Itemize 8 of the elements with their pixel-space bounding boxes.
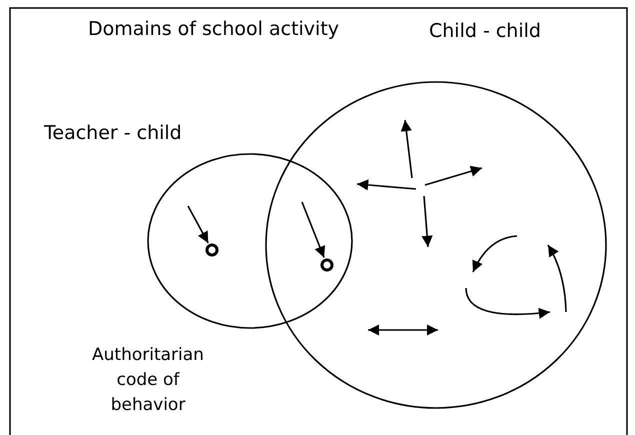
- domain-heading: Teacher - child: [44, 122, 182, 144]
- small-circle: [320, 258, 334, 272]
- title: Domains of school activity: [88, 18, 340, 40]
- arrow: [301, 202, 326, 258]
- arrow: [187, 206, 209, 244]
- note-text: Authoritarian code of behavior: [91, 344, 205, 417]
- small-circle: [205, 243, 219, 257]
- domain-heading: Child - child: [429, 20, 541, 42]
